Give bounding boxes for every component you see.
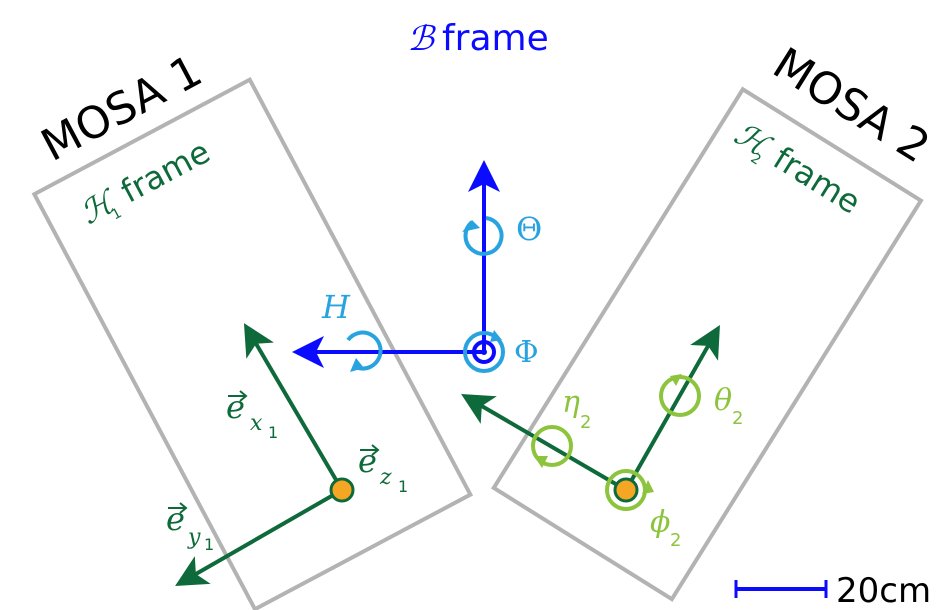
mosa2-axis-left [461, 393, 628, 492]
eta-rotation-icon [531, 425, 573, 468]
mosa2-group [491, 86, 924, 602]
mosa1-axis-x [243, 323, 344, 492]
svg-text:η: η [562, 385, 580, 420]
mosa2-box [491, 86, 924, 602]
theta2-rotation-icon [659, 374, 701, 417]
svg-text:y: y [187, 525, 201, 550]
mosa1-axis-y [175, 488, 343, 586]
svg-text:1: 1 [398, 477, 408, 496]
h-rotation-icon [346, 330, 383, 372]
theta2-label: θ 2 [714, 383, 743, 429]
phi2-label: ϕ 2 [650, 505, 681, 551]
mosa2-frame-word: frame [767, 139, 868, 222]
body-frame-symbol: ℬ [407, 19, 436, 59]
theta-rotation-icon [462, 216, 504, 256]
svg-text:e: e [226, 388, 245, 426]
svg-text:1: 1 [204, 535, 214, 554]
theta-label: Θ [516, 210, 542, 248]
scale-bar-label: 20cm [836, 571, 931, 610]
mosa1-origin-marker [329, 477, 355, 503]
phi2-rotation-icon [605, 469, 654, 511]
h-label: H [321, 288, 351, 326]
svg-text:e: e [358, 442, 377, 480]
svg-text:2: 2 [670, 530, 681, 551]
mosa1-group [31, 76, 474, 610]
eta-label: η 2 [562, 385, 591, 433]
mosa1-box [31, 76, 474, 610]
body-frame-word: frame [442, 18, 549, 59]
svg-text:1: 1 [268, 423, 278, 442]
phi-label: Φ [514, 335, 539, 370]
svg-text:x: x [250, 411, 263, 436]
mosa1-ex-label: e x 1 [226, 388, 278, 442]
scale-bar [734, 580, 828, 598]
svg-text:θ: θ [714, 383, 732, 418]
svg-text:2: 2 [732, 408, 743, 429]
svg-text:ϕ: ϕ [650, 505, 670, 540]
svg-text:z: z [379, 465, 392, 490]
phi-rotation-icon [463, 330, 505, 373]
mosa1-ey-label: e y 1 [166, 500, 214, 554]
svg-text:e: e [166, 500, 185, 538]
svg-text:2: 2 [580, 412, 591, 433]
mosa1-ez-label: e z 1 [358, 442, 408, 496]
